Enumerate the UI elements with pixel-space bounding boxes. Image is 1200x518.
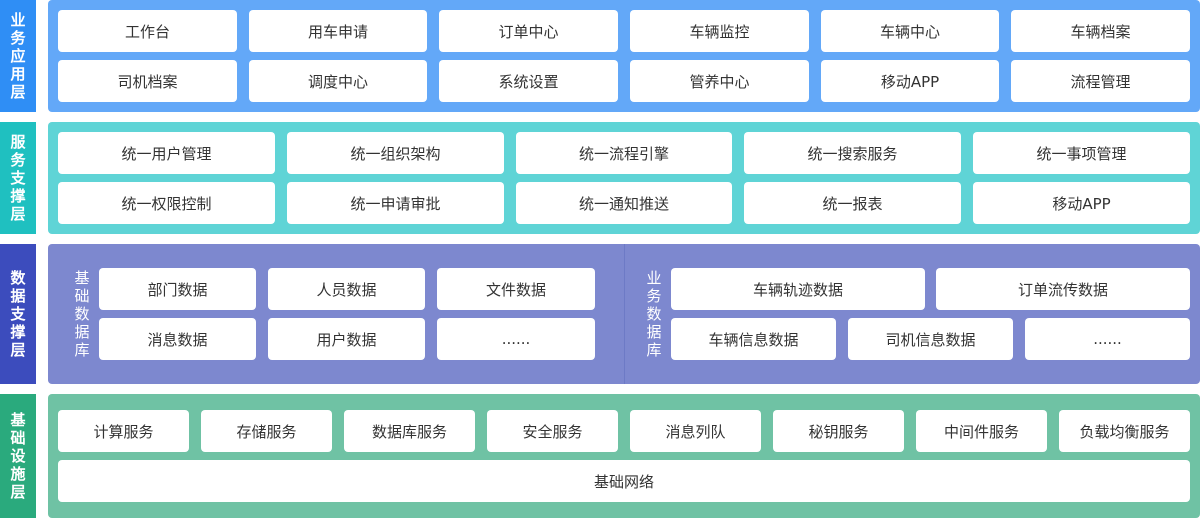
service-box: 统一权限控制 [58, 182, 275, 224]
module-box: 移动APP [821, 60, 999, 102]
data-box: 部门数据 [99, 268, 256, 310]
data-box: 车辆信息数据 [671, 318, 836, 360]
business-layer-label: 业务应用层 [0, 0, 36, 112]
module-box: 调度中心 [249, 60, 427, 102]
business-layer-panel [48, 0, 1200, 112]
data-box: 文件数据 [437, 268, 595, 310]
infra-box: 存储服务 [201, 410, 332, 452]
data-box: 用户数据 [268, 318, 425, 360]
service-box: 移动APP [973, 182, 1190, 224]
infra-box: 负载均衡服务 [1059, 410, 1190, 452]
infra-box: 消息列队 [630, 410, 761, 452]
data-box: 消息数据 [99, 318, 256, 360]
business-database-label: 业务数据库 [646, 269, 662, 359]
module-box: 车辆档案 [1011, 10, 1190, 52]
network-box: 基础网络 [58, 460, 1190, 502]
base-database-label: 基础数据库 [74, 269, 90, 359]
service-box: 统一组织架构 [287, 132, 504, 174]
infra-box: 数据库服务 [344, 410, 475, 452]
module-box: 车辆中心 [821, 10, 999, 52]
module-box: 工作台 [58, 10, 237, 52]
module-box: 用车申请 [249, 10, 427, 52]
service-box: 统一流程引擎 [516, 132, 732, 174]
service-box: 统一搜索服务 [744, 132, 961, 174]
module-box: 系统设置 [439, 60, 618, 102]
data-box: 车辆轨迹数据 [671, 268, 925, 310]
infra-box: 计算服务 [58, 410, 189, 452]
service-box: 统一报表 [744, 182, 961, 224]
service-box: 统一事项管理 [973, 132, 1190, 174]
service-box: 统一用户管理 [58, 132, 275, 174]
module-box: 流程管理 [1011, 60, 1190, 102]
service-layer-label: 服务支撑层 [0, 122, 36, 234]
database-divider [624, 244, 625, 384]
infra-box: 中间件服务 [916, 410, 1047, 452]
module-box: 司机档案 [58, 60, 237, 102]
module-box: 订单中心 [439, 10, 618, 52]
data-layer-label: 数据支撑层 [0, 244, 36, 384]
module-box: 管养中心 [630, 60, 809, 102]
data-box: 司机信息数据 [848, 318, 1013, 360]
module-box: 车辆监控 [630, 10, 809, 52]
data-box: 订单流传数据 [936, 268, 1190, 310]
service-box: 统一申请审批 [287, 182, 504, 224]
infra-box: 安全服务 [487, 410, 618, 452]
data-box: 人员数据 [268, 268, 425, 310]
data-box: ...... [1025, 318, 1190, 360]
infra-layer-label: 基础设施层 [0, 394, 36, 518]
infra-box: 秘钥服务 [773, 410, 904, 452]
service-box: 统一通知推送 [516, 182, 732, 224]
data-box: ...... [437, 318, 595, 360]
